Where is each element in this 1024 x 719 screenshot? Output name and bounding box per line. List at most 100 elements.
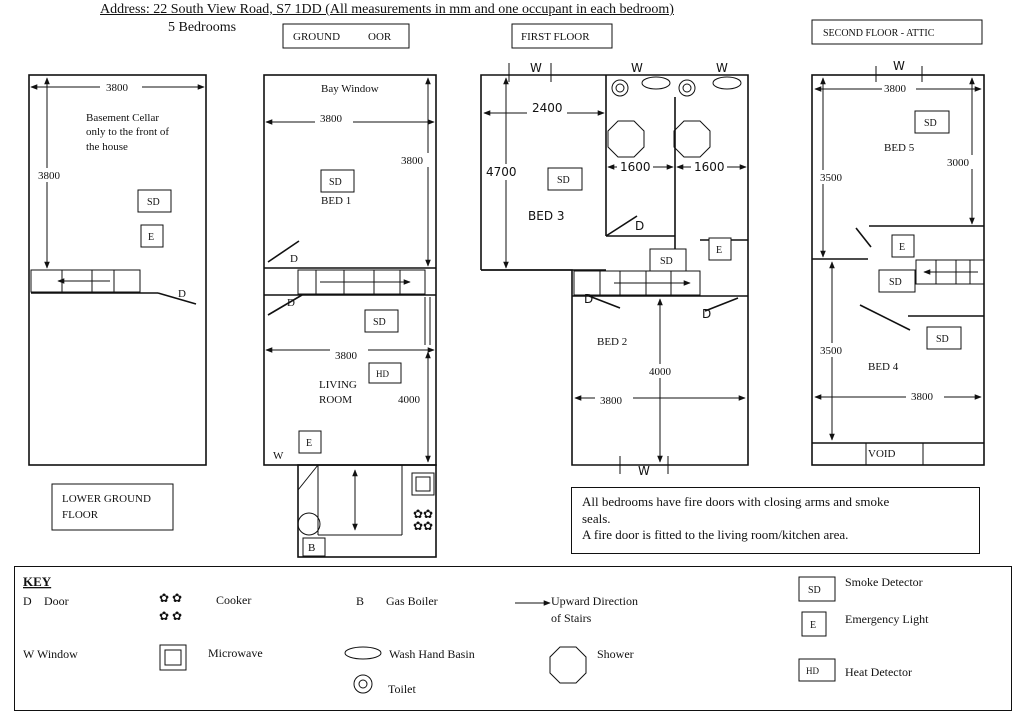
svg-text:Heat Detector: Heat Detector <box>845 665 912 679</box>
svg-text:3800: 3800 <box>320 113 343 125</box>
svg-text:4000: 4000 <box>649 366 672 378</box>
emergency-light-icon: E <box>891 234 915 258</box>
svg-text:✿✿: ✿✿ <box>413 507 433 521</box>
bed1-width-dimension: 3800 <box>265 113 435 128</box>
smoke-detector-icon: SD <box>798 576 836 602</box>
svg-text:SD: SD <box>936 334 949 345</box>
bed4-label: BED 4 <box>868 361 899 373</box>
svg-text:E: E <box>899 242 905 253</box>
first-floor-title: FIRST FLOOR <box>511 23 613 49</box>
wash-basin-icon <box>344 646 382 660</box>
fire-door-notes: All bedrooms have fire doors with closin… <box>571 487 980 554</box>
bed3-label: BED 3 <box>528 209 565 223</box>
svg-text:4000: 4000 <box>398 394 421 406</box>
bed2-width-dimension: 3800 <box>574 393 746 407</box>
svg-text:D: D <box>635 219 644 233</box>
svg-text:Smoke Detector: Smoke Detector <box>845 575 923 589</box>
svg-text:Window: Window <box>37 647 78 661</box>
svg-text:1600: 1600 <box>694 160 725 174</box>
svg-text:Toilet: Toilet <box>388 682 416 696</box>
svg-text:Door: Door <box>44 594 69 608</box>
svg-text:SD: SD <box>373 317 386 328</box>
smoke-detector-icon: SD <box>320 169 355 193</box>
bed5-width-dimension: 3800 <box>814 81 982 95</box>
svg-text:3800: 3800 <box>911 391 934 403</box>
svg-text:ROOM: ROOM <box>319 394 352 406</box>
microwave-icon <box>411 472 435 496</box>
svg-text:D: D <box>287 297 295 309</box>
cooker-icon: ✿ ✿ ✿ ✿ <box>159 591 182 623</box>
smoke-detector-icon: SD <box>547 167 583 191</box>
svg-text:E: E <box>716 245 722 256</box>
living-width-dimension: 3800 <box>265 347 435 362</box>
svg-text:Gas Boiler: Gas Boiler <box>386 594 438 608</box>
bed4-width-dimension: 3800 <box>814 389 982 403</box>
svg-text:W: W <box>716 61 728 75</box>
svg-text:SD: SD <box>329 177 342 188</box>
first-floor-plan: W W W 2400 4700 1600 <box>480 61 749 478</box>
svg-text:2400: 2400 <box>532 101 563 115</box>
shower-icon <box>607 120 645 158</box>
void-label: VOID <box>868 448 896 460</box>
smoke-detector-icon: SD <box>878 269 916 293</box>
svg-text:SD: SD <box>147 197 160 208</box>
wash-basin-icon <box>641 76 671 90</box>
svg-text:SD: SD <box>660 256 673 267</box>
svg-text:Cooker: Cooker <box>216 593 251 607</box>
smoke-detector-icon: SD <box>926 326 962 350</box>
svg-text:of Stairs: of Stairs <box>551 611 592 625</box>
svg-text:E: E <box>810 620 816 631</box>
bed2-label: BED 2 <box>597 336 627 348</box>
stairs <box>573 270 701 296</box>
svg-text:3000: 3000 <box>947 157 970 169</box>
window-label: W <box>638 464 650 478</box>
dimension-width: 3800 <box>30 80 205 94</box>
svg-text:SD: SD <box>557 175 570 186</box>
living-height-dimension: 4000 <box>396 351 431 463</box>
lower-ground-title: LOWER GROUND FLOOR <box>51 483 174 531</box>
window-label: W <box>530 61 542 75</box>
svg-text:D: D <box>23 594 32 608</box>
svg-text:Microwave: Microwave <box>208 646 263 660</box>
emergency-light-icon: E <box>708 237 732 261</box>
svg-text:D: D <box>702 307 711 321</box>
svg-text:SD: SD <box>808 585 821 596</box>
bedroom-count: 5 Bedrooms <box>168 20 237 35</box>
dimension-height: 3800 <box>33 77 65 269</box>
second-floor-plan: W 3800 SD BED 5 3500 3000 E <box>811 59 985 466</box>
bed3-height-dimension: 4700 <box>484 77 524 269</box>
smoke-detector-icon: SD <box>914 110 950 134</box>
washing-machine-icon <box>297 512 321 536</box>
cooker-icon: ✿✿ ✿✿ <box>413 507 433 533</box>
living-room-label: LIVING <box>319 379 357 391</box>
microwave-icon <box>159 644 187 671</box>
heat-detector-icon: HD <box>368 362 402 384</box>
svg-text:E: E <box>306 438 312 449</box>
svg-text:3800: 3800 <box>884 83 907 95</box>
kitchen: ✿✿ ✿✿ B <box>297 464 437 558</box>
emergency-light-icon: E <box>801 611 827 637</box>
key-title: KEY <box>23 574 52 589</box>
svg-text:W: W <box>23 647 35 661</box>
svg-text:B: B <box>308 542 315 554</box>
svg-text:HD: HD <box>376 369 389 379</box>
svg-text:4700: 4700 <box>486 165 517 179</box>
smoke-detector-icon: SD <box>137 189 172 213</box>
svg-text:✿ ✿: ✿ ✿ <box>159 609 182 623</box>
bed1-label: BED 1 <box>321 195 351 207</box>
svg-text:✿✿: ✿✿ <box>413 519 433 533</box>
svg-text:SECOND FLOOR - ATTIC: SECOND FLOOR - ATTIC <box>823 28 935 39</box>
svg-text:1600: 1600 <box>620 160 651 174</box>
second-floor-title: SECOND FLOOR - ATTIC <box>811 19 983 45</box>
smoke-detector-icon: SD <box>649 248 687 272</box>
svg-text:LOWER GROUND: LOWER GROUND <box>62 493 151 505</box>
stairs <box>30 269 197 305</box>
svg-text:Emergency Light: Emergency Light <box>845 612 929 626</box>
smoke-detector-icon: SD <box>364 309 399 333</box>
address-heading: Address: 22 South View Road, S7 1DD (All… <box>100 2 674 17</box>
door-label: D <box>178 288 186 300</box>
bed5-height-left-dimension: 3500 <box>818 77 850 258</box>
bay-window-label: Bay Window <box>321 83 379 95</box>
bed3-width-dimension: 2400 <box>483 101 605 116</box>
